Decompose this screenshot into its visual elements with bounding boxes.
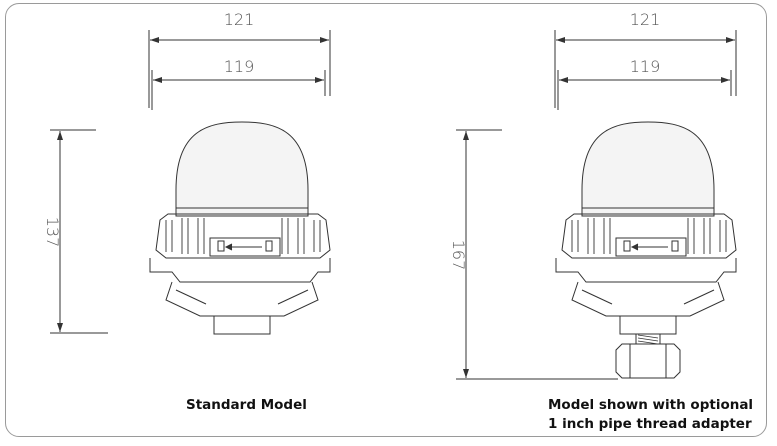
adapter-model-drawing bbox=[456, 30, 737, 380]
drawing-frame bbox=[5, 3, 767, 437]
dome-lens bbox=[175, 121, 309, 217]
adapter-height-167-label: 167 bbox=[449, 240, 468, 271]
adapter-caption-line-1: Model shown with optional bbox=[548, 397, 754, 413]
standard-model-drawing bbox=[50, 30, 331, 335]
standard-width-121-label: 121 bbox=[224, 10, 255, 29]
standard-width-119-label: 119 bbox=[224, 57, 255, 76]
adapter-model-caption: Model shown with optional 1 inch pipe th… bbox=[548, 396, 753, 434]
adapter-width-119-label: 119 bbox=[630, 57, 661, 76]
standard-model-caption: Standard Model bbox=[186, 397, 307, 413]
adapter-width-121-label: 121 bbox=[630, 10, 661, 29]
adapter-caption-line-2: 1 inch pipe thread adapter bbox=[548, 416, 752, 432]
standard-height-137-label: 137 bbox=[43, 217, 62, 248]
